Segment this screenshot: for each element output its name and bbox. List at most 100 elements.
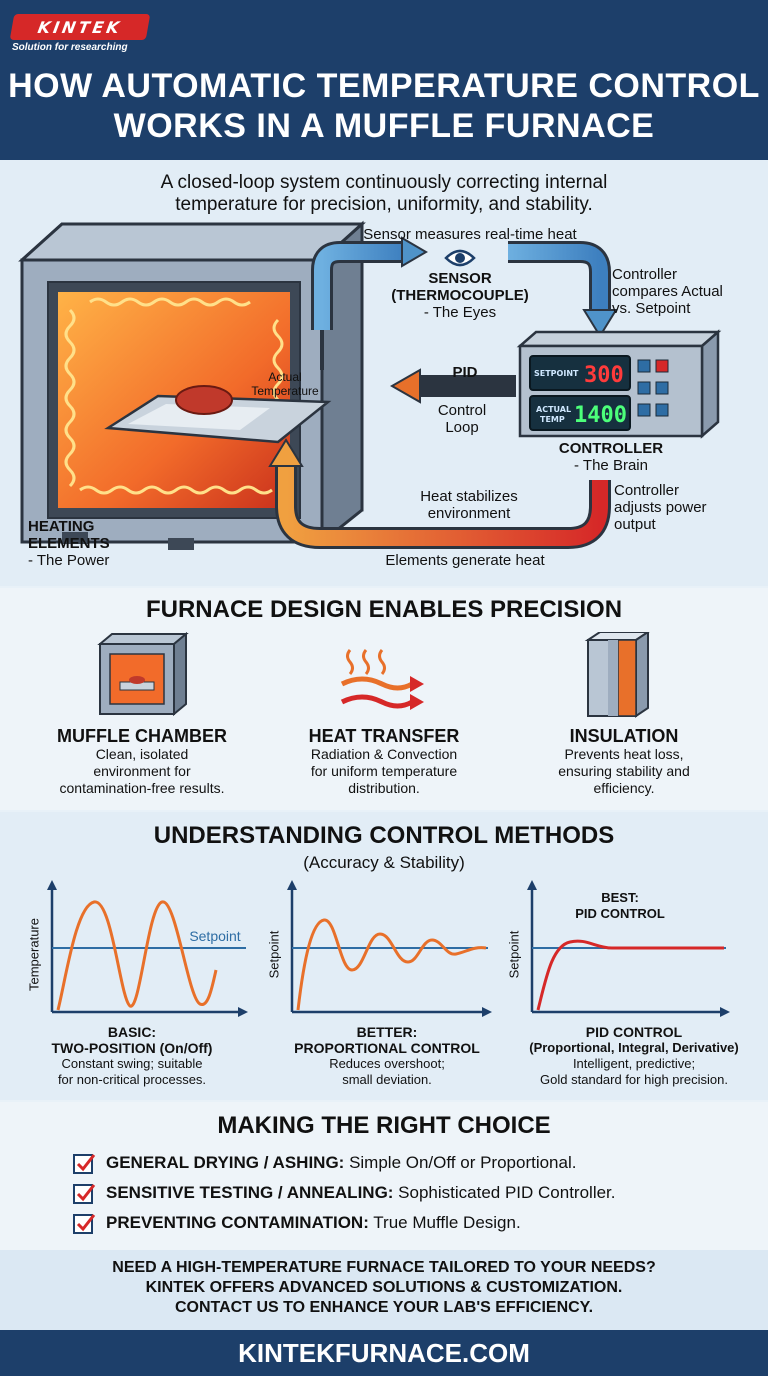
controller-sub: - The Brain: [574, 457, 648, 474]
feature-desc-1: Prevents heat loss,: [564, 746, 684, 762]
design-icons: [97, 632, 650, 718]
pid-arrow: [389, 368, 516, 404]
chart2-cap-1: BETTER:: [356, 1024, 418, 1040]
cta-line-2: KINTEK OFFERS ADVANCED SOLUTIONS & CUSTO…: [145, 1279, 623, 1296]
on-off-response-line: [56, 900, 218, 1011]
feature-desc-2: for uniform temperature: [310, 763, 458, 779]
intro-line-1: A closed-loop system continuously correc…: [160, 172, 608, 193]
chart1-ylabel-wrap: Temperature: [18, 904, 48, 1004]
choice-row: SENSITIVE TESTING / ANNEALING: Sophistic…: [72, 1180, 616, 1206]
choice-bold: SENSITIVE TESTING / ANNEALING:: [106, 1183, 394, 1202]
sensor-title-1: SENSOR: [428, 270, 492, 287]
stabilize-1: Heat stabilizes: [420, 488, 518, 505]
kintek-logo[interactable]: KINTEK: [9, 14, 151, 40]
insulation-icon: [584, 632, 650, 718]
proportional-response-line: [296, 918, 487, 1011]
chart3-caption: PID CONTROL (Proportional, Integral, Der…: [506, 1024, 762, 1088]
heating-1: HEATING: [28, 518, 95, 535]
control-method-charts: [47, 880, 730, 1017]
feature-insulation: INSULATION Prevents heat loss, ensuring …: [504, 726, 744, 797]
cta-line-3: CONTACT US TO ENHANCE YOUR LAB'S EFFICIE…: [174, 1299, 594, 1316]
adjust-1: Controller: [614, 482, 680, 499]
label-controller: CONTROLLER - The Brain: [546, 440, 676, 474]
feature-desc-3: distribution.: [348, 780, 420, 796]
chart2-cap-3: Reduces overshoot;: [329, 1056, 445, 1071]
chart2-cap-4: small deviation.: [342, 1072, 432, 1087]
choice-row: PREVENTING CONTAMINATION: True Muffle De…: [72, 1210, 521, 1236]
chart3-cap-2: (Proportional, Integral, Derivative): [529, 1040, 739, 1055]
chart2-caption: BETTER: PROPORTIONAL CONTROL Reduces ove…: [262, 1024, 512, 1088]
heating-2: ELEMENTS: [28, 535, 110, 552]
label-heating-elements: HEATING ELEMENTS - The Power: [28, 518, 138, 569]
feature-muffle-chamber: MUFFLE CHAMBER Clean, isolated environme…: [22, 726, 262, 797]
sensor-sub: - The Eyes: [423, 304, 497, 321]
feature-heat-transfer: HEAT TRANSFER Radiation & Convection for…: [264, 726, 504, 797]
methods-section: UNDERSTANDING CONTROL METHODS (Accuracy …: [0, 812, 768, 1100]
furnace-loop-diagram: SETPOINT 300 ACTUAL TEMP 1400: [18, 220, 722, 550]
chart3-ylabel: Setpoint: [506, 930, 522, 979]
pid-response-line: [536, 939, 724, 1011]
design-title: FURNACE DESIGN ENABLES PRECISION: [145, 596, 623, 623]
checkbox-icon: [73, 1184, 96, 1204]
feature-title: HEAT TRANSFER: [308, 726, 460, 746]
chart1-setpoint-label: Setpoint: [189, 928, 241, 944]
chart3-top-1: BEST:: [601, 890, 639, 905]
stabilize-2: environment: [427, 505, 511, 522]
sensor-title-2: (THERMOCOUPLE): [391, 287, 529, 304]
chart2-ylabel: Setpoint: [266, 930, 282, 979]
title-line-2: WORKS IN A MUFFLE FURNACE: [113, 107, 655, 145]
footer-website-link[interactable]: KINTEKFURNACE.COM: [0, 1330, 768, 1376]
label-controller-compares: Controller compares Actual vs. Setpoint: [612, 266, 762, 317]
choice-text: True Muffle Design.: [368, 1213, 521, 1232]
label-adjusts-power: Controller adjusts power output: [614, 482, 764, 533]
label-sensor-measures: Sensor measures real-time heat: [363, 226, 577, 243]
heat-transfer-icon: [340, 649, 424, 710]
checkbox-icon: [73, 1214, 96, 1234]
setpoint-label: SETPOINT: [534, 369, 579, 378]
muffle-furnace: [18, 220, 366, 550]
feature-desc-2: environment for: [93, 763, 191, 779]
chart1-cap-1: BASIC:: [107, 1024, 157, 1040]
label-pid: PID: [452, 364, 478, 381]
eye-icon: [444, 249, 476, 267]
actual-2: Temperature: [251, 384, 319, 398]
cta-line-1: NEED A HIGH-TEMPERATURE FURNACE TAILORED…: [112, 1259, 656, 1276]
setpoint-value: 300: [584, 363, 624, 388]
chart1-cap-3: Constant swing; suitable: [61, 1056, 203, 1071]
choice-title: MAKING THE RIGHT CHOICE: [217, 1112, 551, 1139]
chart-on-off: [47, 880, 248, 1017]
feature-title: INSULATION: [569, 726, 679, 746]
chart-pid: [527, 880, 730, 1017]
feature-desc-1: Clean, isolated: [95, 746, 189, 762]
header: KINTEK Solution for researching HOW AUTO…: [0, 0, 768, 160]
feature-desc-1: Radiation & Convection: [310, 746, 458, 762]
label-control-loop: Control Loop: [420, 402, 504, 436]
call-to-action: NEED A HIGH-TEMPERATURE FURNACE TAILORED…: [0, 1250, 768, 1330]
chart3-top-label: BEST: PID CONTROL: [560, 890, 680, 922]
title-line-1: HOW AUTOMATIC TEMPERATURE CONTROL: [8, 67, 760, 105]
feature-desc-3: efficiency.: [593, 780, 655, 796]
chart1-ylabel: Temperature: [26, 918, 42, 991]
chart1-cap-2: TWO-POSITION (On/Off): [51, 1040, 213, 1056]
chart1-cap-4: for non-critical processes.: [57, 1072, 207, 1087]
page-title: HOW AUTOMATIC TEMPERATURE CONTROL WORKS …: [0, 66, 768, 146]
actual-1: Actual: [268, 370, 302, 384]
choice-section: MAKING THE RIGHT CHOICE GENERAL DRYING /…: [0, 1102, 768, 1250]
chart3-cap-1: PID CONTROL: [585, 1024, 683, 1040]
compare-2: compares Actual: [612, 283, 723, 300]
methods-title: UNDERSTANDING CONTROL METHODS: [153, 822, 615, 849]
chart3-cap-4: Gold standard for high precision.: [540, 1072, 728, 1087]
label-actual-temp: Actual Temperature: [230, 370, 340, 398]
chart2-ylabel-wrap: Setpoint: [258, 904, 288, 1004]
actual-label-2: TEMP: [540, 415, 565, 424]
controller-device: SETPOINT 300 ACTUAL TEMP 1400: [516, 329, 722, 439]
design-section: FURNACE DESIGN ENABLES PRECISION: [0, 588, 768, 810]
chart3-ylabel-wrap: Setpoint: [498, 904, 528, 1004]
chart1-caption: BASIC: TWO-POSITION (On/Off) Constant sw…: [8, 1024, 256, 1088]
label-heat-stabilizes: Heat stabilizes environment: [398, 488, 540, 522]
control-1: Control: [437, 402, 487, 419]
actual-value: 1400: [574, 403, 627, 428]
chart3-top-2: PID CONTROL: [575, 906, 665, 921]
control-2: Loop: [445, 419, 479, 436]
feedback-arrow: [311, 236, 618, 338]
